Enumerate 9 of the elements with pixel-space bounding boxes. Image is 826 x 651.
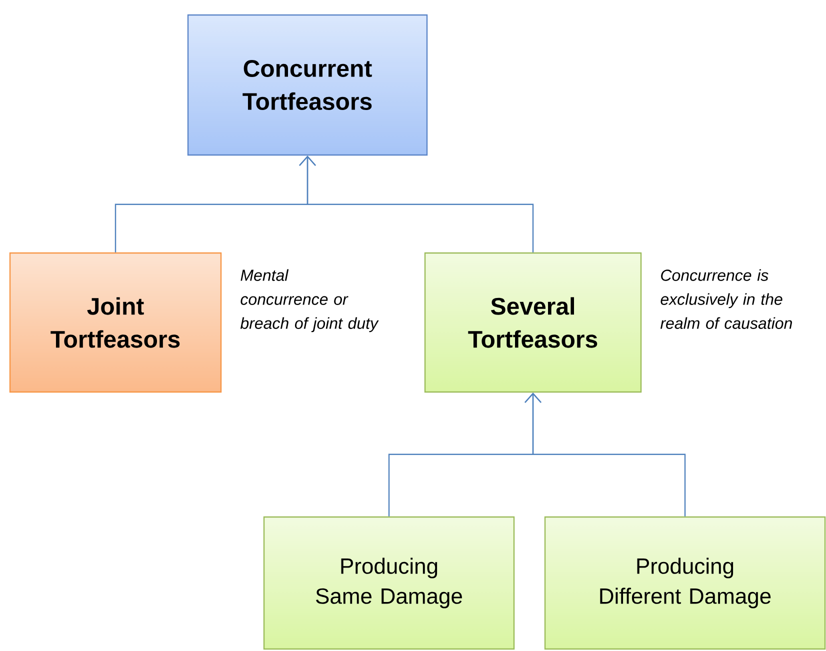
tree-box: Joint Tortfeasors [9, 252, 222, 393]
connector-arrow [299, 156, 534, 252]
tree-box: Several Tortfeasors [424, 252, 642, 393]
tree-box: Producing Different Damage [544, 516, 826, 650]
tree-box: Concurrent Tortfeasors [187, 14, 428, 156]
note-text: Mental concurrence or breach of joint duty [240, 269, 379, 332]
connector-arrow [524, 392, 686, 516]
tree-box: Producing Same Damage [263, 516, 515, 650]
note-text: Concurrence is exclusively in the realm of causation [660, 269, 792, 329]
